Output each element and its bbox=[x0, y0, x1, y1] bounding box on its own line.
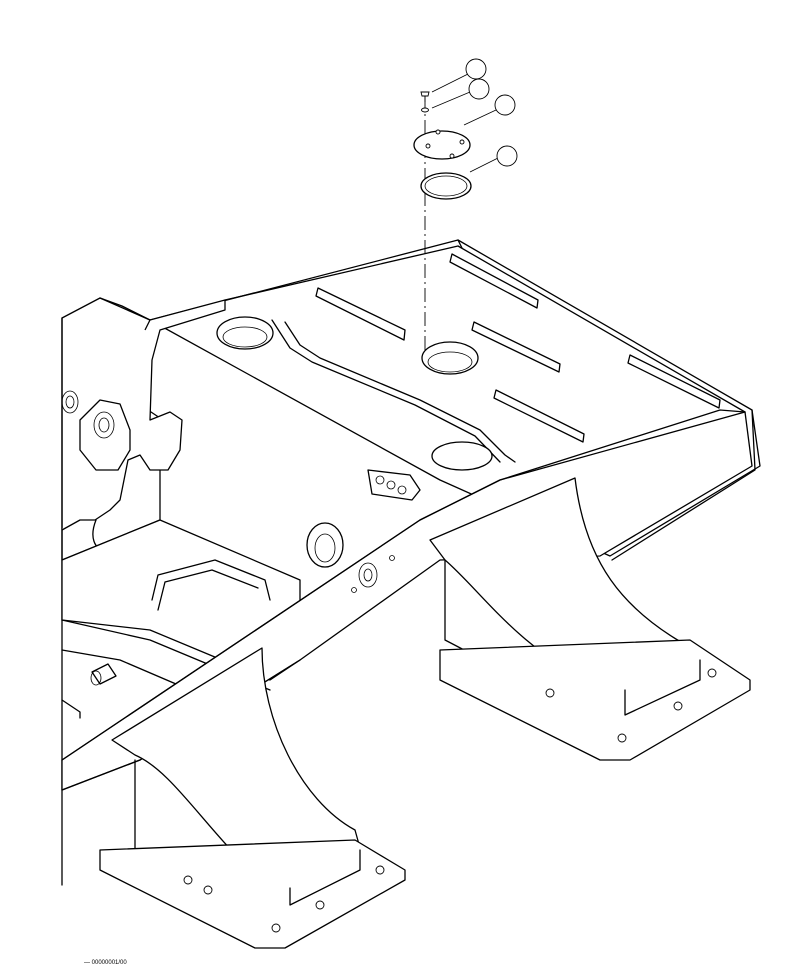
callout-leaders bbox=[431, 73, 499, 173]
exploded-parts bbox=[413, 91, 472, 350]
deck-slot-rails bbox=[315, 253, 721, 443]
callout-balloon-2 bbox=[468, 78, 490, 100]
left-mounting-foot bbox=[99, 647, 406, 949]
callout-balloon-1 bbox=[465, 58, 487, 80]
deck-openings bbox=[216, 316, 493, 568]
callout-balloon-4 bbox=[496, 145, 518, 167]
callout-balloon-3 bbox=[494, 94, 516, 116]
drawing-footer-code: — 00000001/00 bbox=[84, 960, 127, 966]
right-mounting-foot bbox=[429, 477, 751, 761]
